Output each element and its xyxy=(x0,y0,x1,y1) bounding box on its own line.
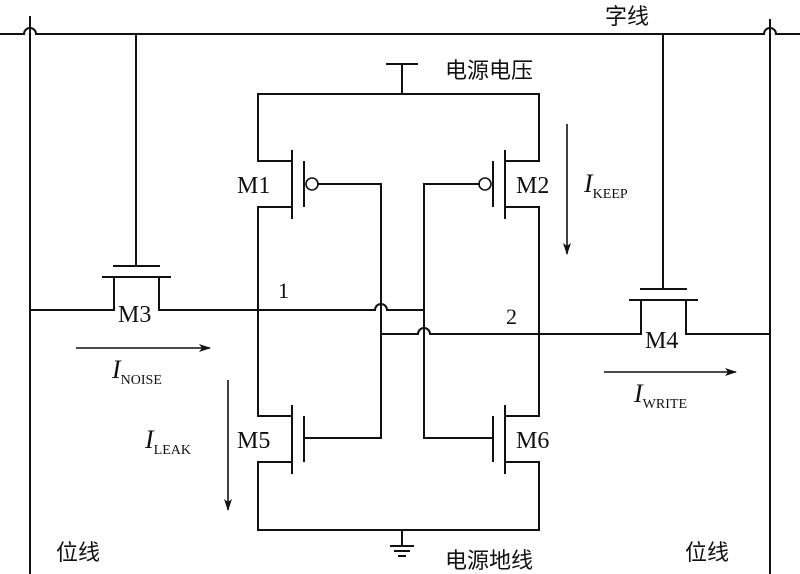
i-leak-symbol: I xyxy=(144,425,155,454)
i-keep-symbol: I xyxy=(583,169,594,198)
i-noise-symbol: I xyxy=(111,355,122,384)
m1-label: M1 xyxy=(237,173,270,199)
i-keep-label: IKEEP xyxy=(583,169,628,202)
m2-label: M2 xyxy=(516,173,549,199)
i-leak-subscript: LEAK xyxy=(154,443,191,458)
bit-line-right-label: 位线 xyxy=(685,541,729,566)
m5-gate-wire xyxy=(303,306,382,439)
transistor-m1 xyxy=(257,150,382,308)
gnd-label: 电源地线 xyxy=(445,549,533,574)
bit-line-left-label: 位线 xyxy=(56,541,100,566)
i-write-symbol: I xyxy=(633,379,644,408)
ground-symbol xyxy=(390,529,414,557)
m5-label: M5 xyxy=(237,428,270,454)
node2-label: 2 xyxy=(506,304,517,329)
m6-gate-wire xyxy=(423,309,494,439)
vdd-label: 电源电压 xyxy=(445,59,533,84)
i-keep-subscript: KEEP xyxy=(593,187,628,202)
transistor-m5 xyxy=(257,405,305,531)
vdd-rail xyxy=(257,93,540,162)
transistor-m2 xyxy=(423,150,540,311)
m3-label: M3 xyxy=(118,302,151,328)
i-leak-label: ILEAK xyxy=(144,425,191,458)
transistor-m3 xyxy=(29,265,171,311)
i-noise-label: INOISE xyxy=(111,355,162,388)
word-line xyxy=(0,27,800,35)
node1-wire xyxy=(169,303,425,311)
transistor-m4 xyxy=(629,288,771,335)
i-write-subscript: WRITE xyxy=(643,397,687,412)
node1-label: 1 xyxy=(278,278,289,303)
i-noise-subscript: NOISE xyxy=(121,373,162,388)
word-line-label: 字线 xyxy=(605,5,649,30)
i-write-label: IWRITE xyxy=(633,379,687,412)
m6-label: M6 xyxy=(516,428,549,454)
transistor-m6 xyxy=(492,405,540,531)
vdd-symbol xyxy=(386,63,418,95)
m4-label: M4 xyxy=(645,328,678,354)
